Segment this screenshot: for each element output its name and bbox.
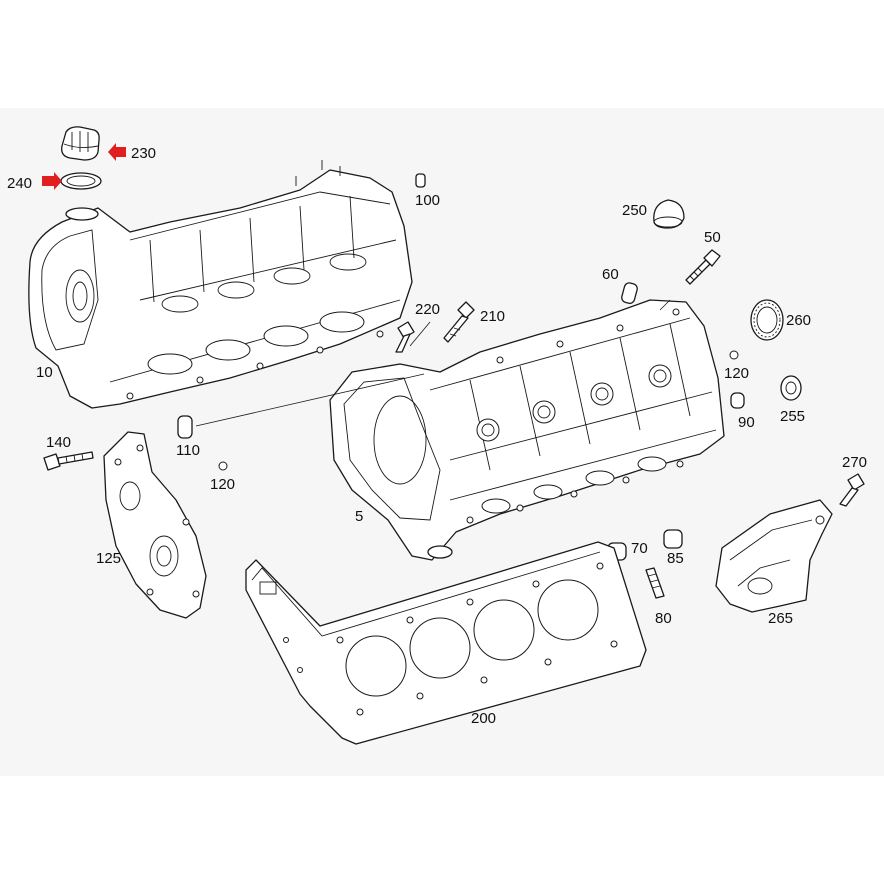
label-85: 85 (667, 550, 684, 567)
label-100: 100 (415, 192, 440, 209)
label-230: 230 (131, 145, 156, 162)
label-240: 240 (7, 175, 32, 192)
highlight-arrow-240-icon (42, 172, 62, 190)
label-70: 70 (631, 540, 648, 557)
label-50: 50 (704, 229, 721, 246)
part-110-sleeve[interactable] (177, 415, 193, 439)
label-110: 110 (176, 442, 200, 459)
label-125: 125 (96, 550, 121, 567)
part-10-left-cylinder-head[interactable] (28, 160, 413, 409)
part-85-sleeve[interactable] (663, 529, 683, 549)
part-230-oil-filler-cap[interactable] (61, 126, 100, 161)
label-210: 210 (480, 308, 505, 325)
highlight-arrow-230-icon (108, 143, 126, 161)
part-265-bracket[interactable] (715, 499, 833, 613)
label-140: 140 (46, 434, 71, 451)
label-250: 250 (622, 202, 647, 219)
label-270: 270 (842, 454, 867, 471)
leader-lines (195, 299, 671, 427)
label-90: 90 (738, 414, 755, 431)
label-200: 200 (471, 710, 496, 727)
label-265: 265 (768, 610, 793, 627)
part-labels: 230 240 100 250 50 60 220 210 260 10 120… (7, 145, 867, 727)
part-255-seal[interactable] (780, 375, 802, 401)
part-260-seal-ring[interactable] (750, 299, 784, 341)
part-270-bolt[interactable] (839, 473, 865, 507)
label-120-left: 120 (210, 476, 235, 493)
label-80: 80 (655, 610, 672, 627)
label-5: 5 (355, 508, 363, 525)
label-260: 260 (786, 312, 811, 329)
part-200-head-gasket[interactable] (245, 541, 647, 745)
part-125-cover[interactable] (103, 431, 207, 619)
part-120-plug-right[interactable] (729, 350, 739, 360)
label-10: 10 (36, 364, 53, 381)
part-5-right-cylinder-head[interactable] (329, 299, 725, 561)
part-140-bolt[interactable] (43, 451, 94, 471)
label-220: 220 (415, 301, 440, 318)
part-50-bolt[interactable] (685, 249, 721, 285)
part-240-sealing-ring[interactable] (60, 172, 102, 190)
part-220-bolt[interactable] (395, 321, 415, 353)
part-90-plug[interactable] (730, 392, 745, 409)
part-100-dowel-sleeve[interactable] (415, 173, 426, 188)
part-210-bolt[interactable] (443, 301, 475, 343)
part-250-rubber-cap[interactable] (653, 199, 685, 229)
label-255: 255 (780, 408, 805, 425)
part-120-plug-left[interactable] (218, 461, 228, 471)
part-60-sleeve[interactable] (621, 282, 639, 305)
label-120-right: 120 (724, 365, 749, 382)
label-60: 60 (602, 266, 619, 283)
part-80-stud[interactable] (645, 567, 665, 599)
